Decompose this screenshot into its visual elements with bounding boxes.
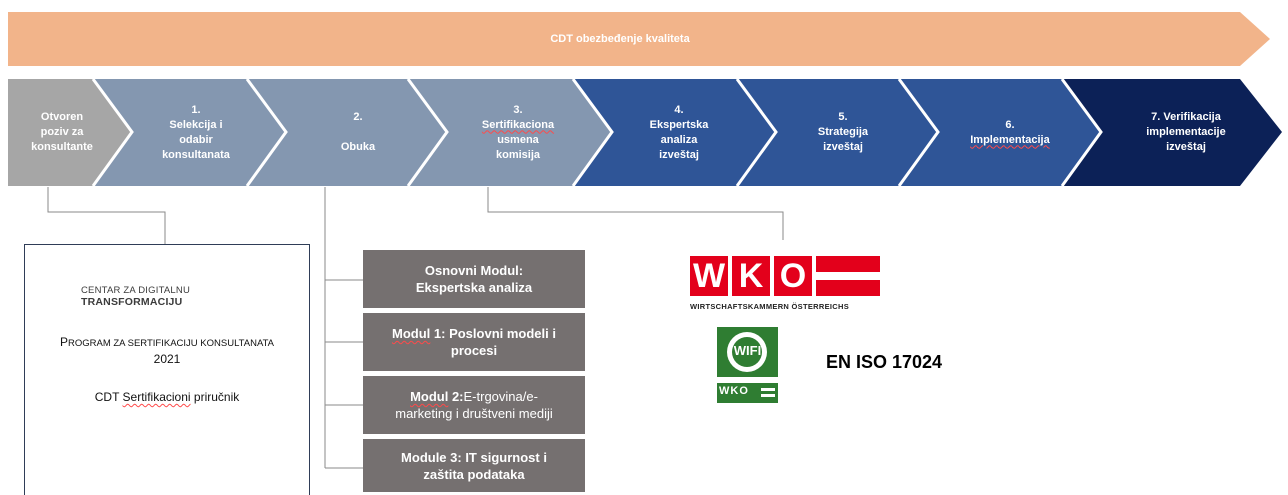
step-chevron-7 (1062, 79, 1282, 186)
wifi-logo (717, 327, 778, 403)
wko-letter-k: K (738, 257, 764, 295)
cdt-logo-text: CENTAR ZA DIGITALNU TRANSFORMACIJU (81, 285, 191, 308)
wifi-sub: WKO (719, 385, 749, 397)
step-label-0: Otvoren poziv za konsultante (31, 111, 93, 153)
step-chevron-2 (247, 79, 463, 186)
module-box-basic: Osnovni Modul: Ekspertska analiza (363, 250, 585, 308)
step-label-5: 5. Strategija izveštaj (817, 111, 869, 153)
step-label-2: 2. Obuka (340, 111, 376, 153)
step-chevron-6 (899, 79, 1116, 186)
wko-caption: WIRTSCHAFTSKAMMERN ÖSTERREICHS (690, 302, 849, 311)
connector-lines (47, 187, 784, 469)
handbook-title: CDT Sertifikacioni priručnik (94, 390, 240, 404)
wko-letter-w: W (692, 257, 726, 295)
step-chevron-1 (93, 79, 300, 186)
step-label-7: 7. Verifikacija implementacije izveštaj (1146, 111, 1226, 153)
program-year: 2021 (153, 352, 181, 366)
step-chevron-3 (408, 79, 626, 186)
quality-banner-label: CDT obezbeđenje kvaliteta (550, 33, 690, 45)
wko-letter-o: O (779, 257, 807, 295)
step-label-3: 3. Sertifikaciona usmena komisija (481, 103, 555, 161)
module-box-1: Modul 1: Poslovni modeli i procesi (363, 313, 585, 371)
module-box-2: Modul 2:E-trgovina/e- marketing i društv… (363, 376, 585, 434)
module-box-3: Module 3: IT sigurnost i zaštita podatak… (363, 439, 585, 492)
step-label-4: 4. Ekspertska analiza izveštaj (649, 103, 709, 161)
quality-banner-arrow (8, 12, 1270, 66)
wko-logo (690, 256, 880, 296)
certification-handbook-card: CENTAR ZA DIGITALNU TRANSFORMACIJU PROGR… (24, 244, 310, 495)
step-chevron-5 (737, 79, 953, 186)
iso-standard-label: EN ISO 17024 (826, 352, 943, 372)
step-chevron-4 (573, 79, 790, 186)
program-title: PROGRAM ZA SERTIFIKACIJU KONSULTANATA (59, 335, 275, 349)
wifi-label: WIFI (733, 343, 762, 358)
step-label-1: 1. Selekcija i odabir konsultanata (162, 103, 230, 161)
step-label-6: 6. Implementacija (970, 118, 1050, 146)
